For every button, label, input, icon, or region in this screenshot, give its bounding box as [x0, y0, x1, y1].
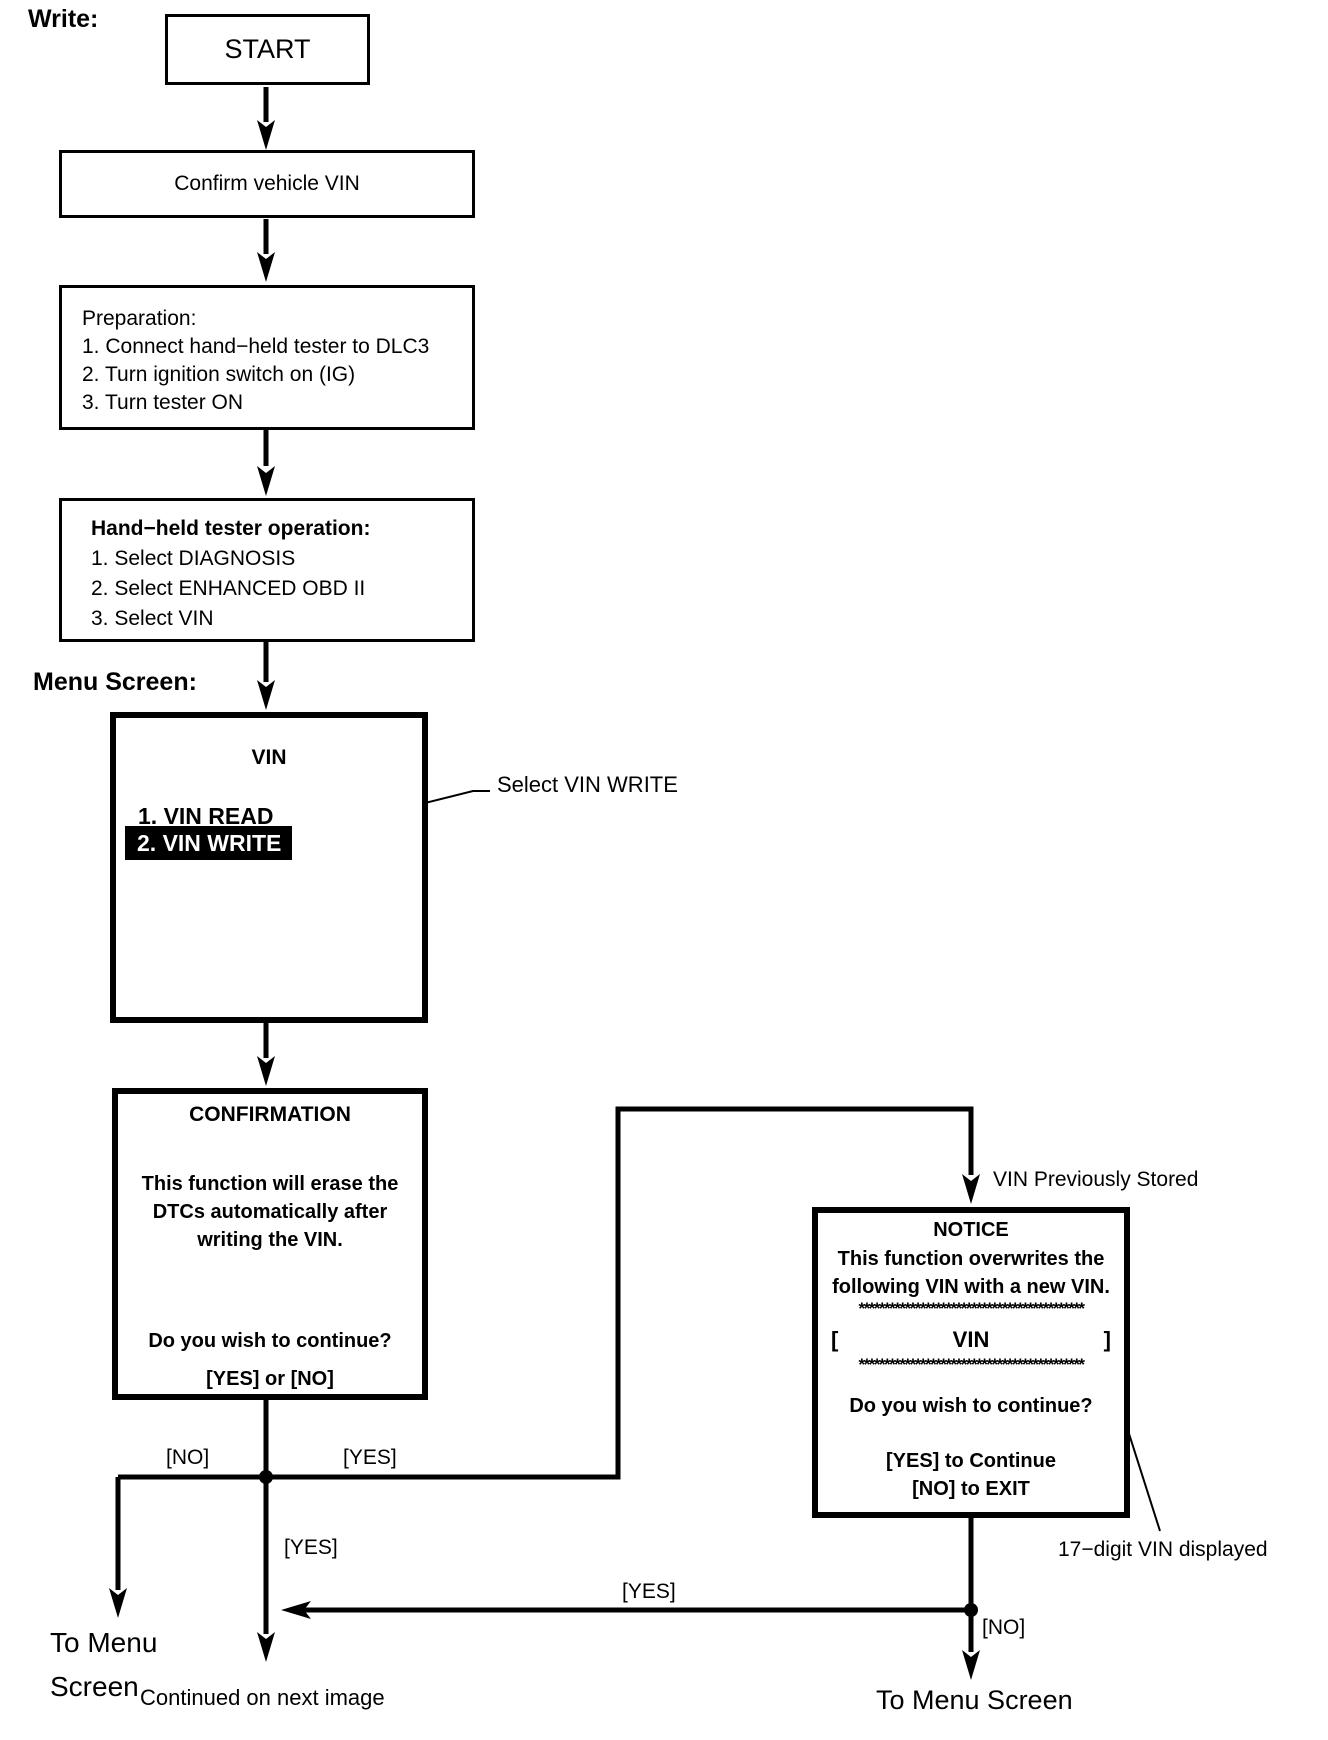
confirmation-question: Do you wish to continue?: [148, 1330, 392, 1352]
vin-bracket-row: [ VIN ]: [818, 1327, 1124, 1353]
tester-operation-step: 3. Select VIN: [91, 607, 214, 630]
arrowhead: [257, 1056, 275, 1086]
branch-label-yes-return: [YES]: [622, 1580, 676, 1603]
junction-dot: [964, 1603, 978, 1617]
node-confirm-vin: Confirm vehicle VIN: [59, 150, 475, 218]
branch-label-yes-continue: [YES]: [284, 1536, 338, 1559]
confirmation-body-line: DTCs automatically after: [152, 1201, 388, 1223]
confirmation-body: This function will erase the DTCs automa…: [118, 1170, 422, 1254]
notice-body-line: This function overwrites the: [837, 1248, 1105, 1270]
tester-operation-step: 2. Select ENHANCED OBD II: [91, 577, 366, 600]
arrowhead: [257, 1632, 275, 1662]
arrowhead: [257, 252, 275, 282]
arrowhead: [109, 1588, 127, 1618]
branch-label-no-exit: [NO]: [982, 1616, 1026, 1639]
vin-menu-title: VIN: [251, 746, 287, 769]
seventeen-digit-vin-annotation: 17−digit VIN displayed: [1058, 1538, 1268, 1561]
confirmation-body-line: This function will erase the: [141, 1173, 399, 1195]
notice-body-line: following VIN with a new VIN.: [832, 1276, 1110, 1298]
branch-label-no: [NO]: [166, 1446, 210, 1469]
node-start: START: [165, 14, 370, 85]
preparation-step: 2. Turn ignition switch on (IG): [82, 363, 356, 386]
node-confirmation-screen: CONFIRMATION This function will erase th…: [112, 1088, 428, 1400]
branch-label-yes: [YES]: [343, 1446, 397, 1469]
vin-previously-stored-annotation: VIN Previously Stored: [993, 1168, 1199, 1191]
menu-screen-section-label: Menu Screen:: [33, 668, 197, 696]
confirm-vin-label: Confirm vehicle VIN: [174, 172, 360, 195]
to-menu-screen-left-line1: To Menu: [50, 1627, 158, 1658]
arrowhead: [962, 1174, 980, 1204]
arrowhead: [257, 466, 275, 496]
confirmation-body-line: writing the VIN.: [197, 1229, 343, 1251]
notice-question: Do you wish to continue?: [849, 1395, 1093, 1417]
node-preparation: Preparation: 1. Connect hand−held tester…: [59, 285, 475, 430]
asterisk-row: ****************************************…: [858, 1301, 1085, 1317]
junction-dot: [259, 1470, 273, 1484]
node-vin-menu-screen: VIN 1. VIN READ 2. VIN WRITE: [110, 712, 428, 1023]
notice-title: NOTICE: [933, 1219, 1009, 1241]
to-menu-screen-right: To Menu Screen: [876, 1685, 1073, 1715]
write-section-label: Write:: [28, 5, 99, 33]
notice-no-option: [NO] to EXIT: [912, 1478, 1030, 1500]
node-tester-operation: Hand−held tester operation: 1. Select DI…: [59, 498, 475, 642]
menu-item-vin-read: 1. VIN READ: [138, 803, 274, 829]
tester-operation-step: 1. Select DIAGNOSIS: [91, 547, 296, 570]
bracket-close: ]: [1103, 1327, 1111, 1352]
notice-options: [YES] to Continue [NO] to EXIT: [818, 1447, 1124, 1503]
notice-body: This function overwrites the following V…: [818, 1245, 1124, 1301]
arrowhead: [257, 120, 275, 150]
confirmation-title: CONFIRMATION: [189, 1103, 351, 1126]
preparation-title: Preparation:: [82, 307, 197, 330]
arrowhead: [962, 1650, 980, 1680]
node-notice-screen: NOTICE This function overwrites the foll…: [812, 1207, 1130, 1518]
to-menu-screen-left-line2: Screen: [50, 1671, 139, 1702]
start-label: START: [224, 34, 311, 64]
continued-on-next-image: Continued on next image: [140, 1685, 385, 1710]
preparation-step: 3. Turn tester ON: [82, 391, 244, 414]
notice-yes-option: [YES] to Continue: [886, 1450, 1056, 1472]
asterisk-separator: ****************************************…: [818, 1301, 1124, 1317]
confirmation-options: [YES] or [NO]: [206, 1368, 334, 1390]
arrowhead-left: [281, 1601, 311, 1619]
preparation-step: 1. Connect hand−held tester to DLC3: [82, 335, 430, 358]
select-vin-write-annotation: Select VIN WRITE: [497, 772, 678, 797]
bracket-open: [: [831, 1327, 839, 1352]
stored-vin-label: VIN: [952, 1327, 990, 1352]
menu-item-vin-write-selected: 2. VIN WRITE: [125, 826, 292, 860]
tester-operation-title: Hand−held tester operation:: [91, 517, 371, 540]
asterisk-separator: ****************************************…: [818, 1357, 1124, 1373]
asterisk-row: ****************************************…: [858, 1357, 1085, 1373]
arrowhead: [257, 680, 275, 710]
